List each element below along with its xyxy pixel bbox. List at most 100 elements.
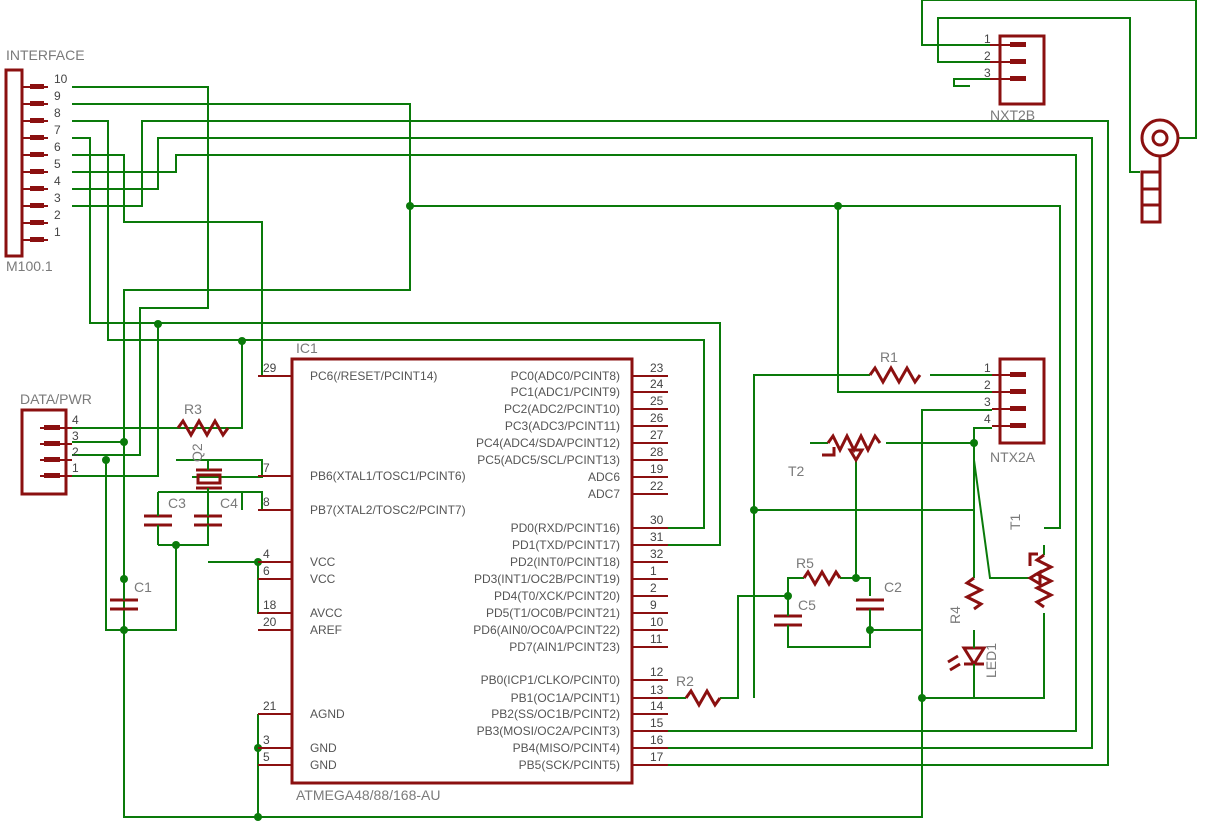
- interface-pin-body: [30, 118, 44, 123]
- ic1-right-pin-signal: PD0(RXD/PCINT16): [511, 521, 620, 535]
- ic1-right-pin-signal: PD2(INT0/PCINT18): [510, 555, 620, 569]
- interface-pin-number: 7: [54, 123, 61, 137]
- ic1-left-pin-number: 8: [263, 495, 270, 509]
- nxt2b-pin-number: 3: [984, 66, 991, 80]
- r5-label: R5: [796, 555, 814, 571]
- c1-label: C1: [134, 579, 152, 595]
- ic1-left-pin-signal: AGND: [310, 707, 345, 721]
- datapwr-pin-body: [44, 473, 60, 478]
- ic1-right-pin-signal: PD6(AIN0/OC0A/PCINT22): [473, 623, 620, 637]
- interface-pin-number: 3: [54, 191, 61, 205]
- led-led1: LED1: [947, 630, 999, 680]
- ic1-right-pin-number: 2: [650, 581, 657, 595]
- datapwr-pin-number: 1: [72, 461, 79, 475]
- ic1-name: IC1: [296, 340, 318, 356]
- ntx2a-name: NTX2A: [990, 449, 1036, 465]
- ic1-right-pin-signal: PB3(MOSI/OC2A/PCINT3): [477, 724, 620, 738]
- ic1-left-pin-signal: VCC: [310, 572, 336, 586]
- led1-label: LED1: [983, 643, 999, 678]
- interface-pin-body: [30, 203, 44, 208]
- interface-pin-number: 6: [54, 140, 61, 154]
- ic1-right-pin-signal: PC3(ADC3/PCINT11): [505, 419, 620, 433]
- ic1-left-pin-number: 29: [263, 361, 277, 375]
- interface-pin-body: [30, 237, 44, 242]
- capacitor-c1: C1: [110, 579, 152, 611]
- interface-pin-number: 2: [54, 208, 61, 222]
- r4-label: R4: [947, 606, 963, 624]
- ic1-left-pin-signal: GND: [310, 741, 337, 755]
- interface-pin-body: [30, 84, 44, 89]
- c5-label: C5: [798, 597, 816, 613]
- ic1-right-pin-number: 9: [650, 598, 657, 612]
- ic1-left-pin-number: 20: [263, 615, 277, 629]
- ic1-right-pin-number: 30: [650, 513, 664, 527]
- ic1-left-pin-signal: PC6(/RESET/PCINT14): [310, 369, 437, 383]
- ic1-left-pin-number: 5: [263, 750, 270, 764]
- ic1-right-pin-signal: PB0(ICP1/CLKO/PCINT0): [481, 673, 620, 687]
- ic1-right-pin-number: 12: [650, 665, 664, 679]
- c2-label: C2: [884, 579, 902, 595]
- ic1-right-pin-number: 19: [650, 462, 664, 476]
- resistor-r2: R2: [676, 673, 722, 709]
- ic1-right-pin-signal: PC4(ADC4/SDA/PCINT12): [476, 436, 620, 450]
- ic1-right-pin-number: 24: [650, 377, 664, 391]
- ic1-left-pin-signal: VCC: [310, 555, 336, 569]
- resistor-r5: R5: [796, 555, 842, 587]
- interface-pin-body: [30, 169, 44, 174]
- t2-label: T2: [788, 463, 805, 479]
- ic1-right-pin-signal: ADC7: [588, 487, 620, 501]
- resistor-r3: R3: [176, 401, 230, 439]
- ic1-left-pin-number: 21: [263, 699, 277, 713]
- datapwr-pin-number: 2: [72, 445, 79, 459]
- ic1-right-pin-number: 13: [650, 683, 664, 697]
- ic1-right-pin-signal: PB2(SS/OC1B/PCINT2): [491, 707, 620, 721]
- ntx2a-pin-body: [1010, 406, 1026, 411]
- ic1-right-pin-number: 15: [650, 716, 664, 730]
- capacitor-c3: C3: [144, 492, 186, 545]
- ic1-right-pin-signal: PD5(T1/OC0B/PCINT21): [486, 606, 620, 620]
- ic1-right-pin-number: 27: [650, 428, 664, 442]
- datapwr-pin-body: [44, 425, 60, 430]
- ic1-left-pin-number: 3: [263, 733, 270, 747]
- ic1-right-pin-signal: PC1(ADC1/PCINT9): [511, 385, 620, 399]
- interface-pin-number: 10: [54, 72, 68, 86]
- ic1-right-pin-signal: PD4(T0/XCK/PCINT20): [494, 589, 620, 603]
- ic1-right-pin-signal: PD7(AIN1/PCINT23): [509, 640, 620, 654]
- r1-label: R1: [880, 349, 898, 365]
- r3-label: R3: [184, 401, 202, 417]
- ic1-right-pin-number: 28: [650, 445, 664, 459]
- ntx2a-pin-body: [1010, 423, 1026, 428]
- interface-pin-number: 9: [54, 89, 61, 103]
- ic1-right-pin-number: 32: [650, 547, 664, 561]
- ic1-right-pin-number: 14: [650, 699, 664, 713]
- interface-pin-body: [30, 152, 44, 157]
- interface-pin-number: 1: [54, 225, 61, 239]
- ic1-value: ATMEGA48/88/168-AU: [296, 787, 440, 803]
- q2-label: Q2: [189, 443, 205, 462]
- ic1-microcontroller: IC1 ATMEGA48/88/168-AU 29PC6(/RESET/PCIN…: [258, 340, 668, 803]
- ntx2a-pin-number: 3: [984, 395, 991, 409]
- r2-label: R2: [676, 673, 694, 689]
- datapwr-pin-body: [44, 441, 60, 446]
- c3-label: C3: [168, 495, 186, 511]
- interface-pin-body: [30, 101, 44, 106]
- nxt2b-pin-body: [1010, 59, 1026, 64]
- ic1-right-pin-number: 10: [650, 615, 664, 629]
- wires: [72, 0, 1197, 818]
- datapwr-pin-body: [44, 457, 60, 462]
- ic1-right-pin-signal: PD1(TXD/PCINT17): [512, 538, 620, 552]
- interface-pin-number: 4: [54, 174, 61, 188]
- ic1-left-pin-number: 7: [263, 461, 270, 475]
- interface-name: INTERFACE: [6, 47, 85, 63]
- ic1-left-pin-number: 4: [263, 547, 270, 561]
- ic1-right-pin-signal: PC5(ADC5/SCL/PCINT13): [477, 453, 620, 467]
- ic1-right-pin-signal: PB5(SCK/PCINT5): [519, 758, 620, 772]
- ic1-right-pin-number: 17: [650, 750, 664, 764]
- ntx2a-pin-body: [1010, 372, 1026, 377]
- resistor-r1: R1: [868, 349, 922, 386]
- nxt2b-pin-body: [1010, 76, 1026, 81]
- trimmer-t2: T2: [788, 432, 882, 479]
- ntx2a-pin-number: 4: [984, 412, 991, 426]
